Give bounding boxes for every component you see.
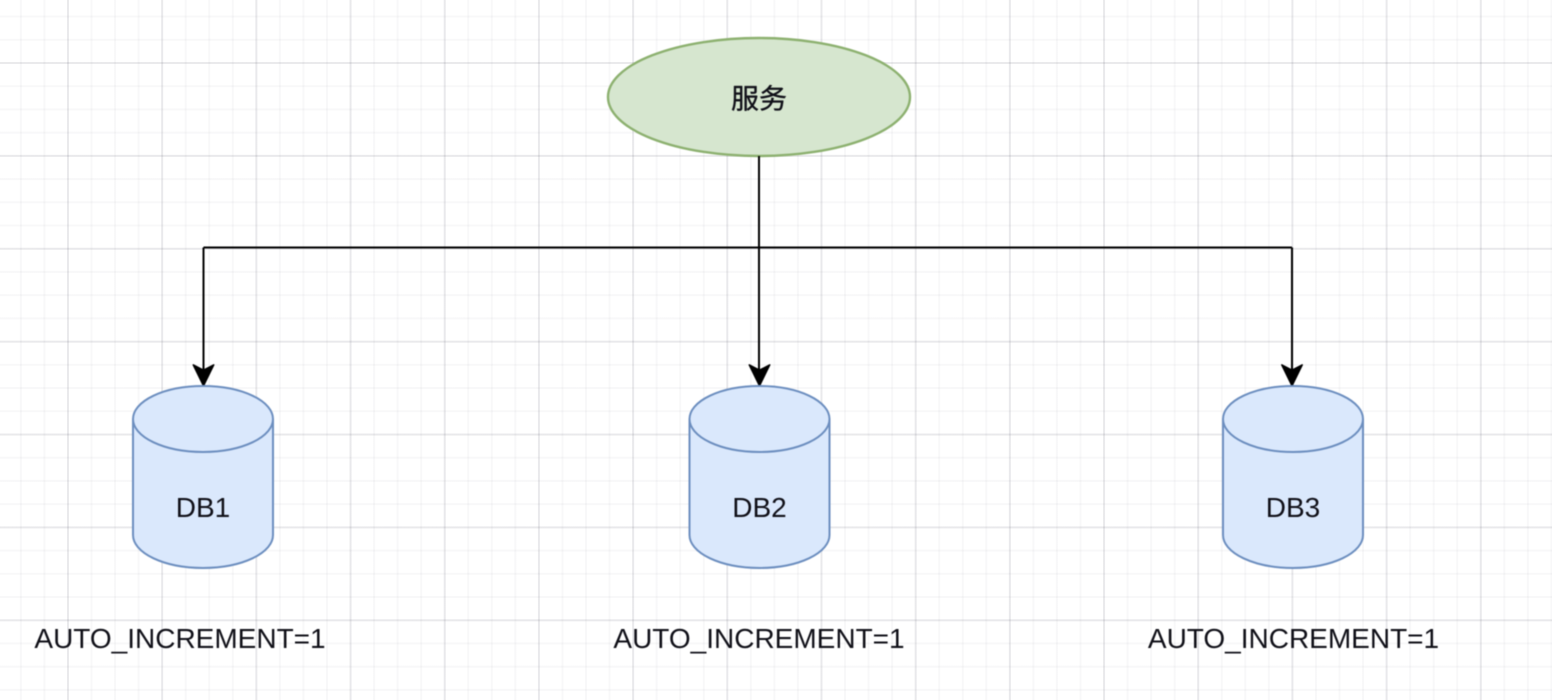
svg-text:AUTO_INCREMENT=1: AUTO_INCREMENT=1 bbox=[1148, 623, 1439, 654]
svg-text:DB3: DB3 bbox=[1266, 492, 1320, 523]
svg-text:AUTO_INCREMENT=1: AUTO_INCREMENT=1 bbox=[613, 623, 904, 654]
svg-text:DB2: DB2 bbox=[732, 492, 786, 523]
svg-text:DB1: DB1 bbox=[176, 492, 230, 523]
svg-text:AUTO_INCREMENT=1: AUTO_INCREMENT=1 bbox=[34, 623, 325, 654]
